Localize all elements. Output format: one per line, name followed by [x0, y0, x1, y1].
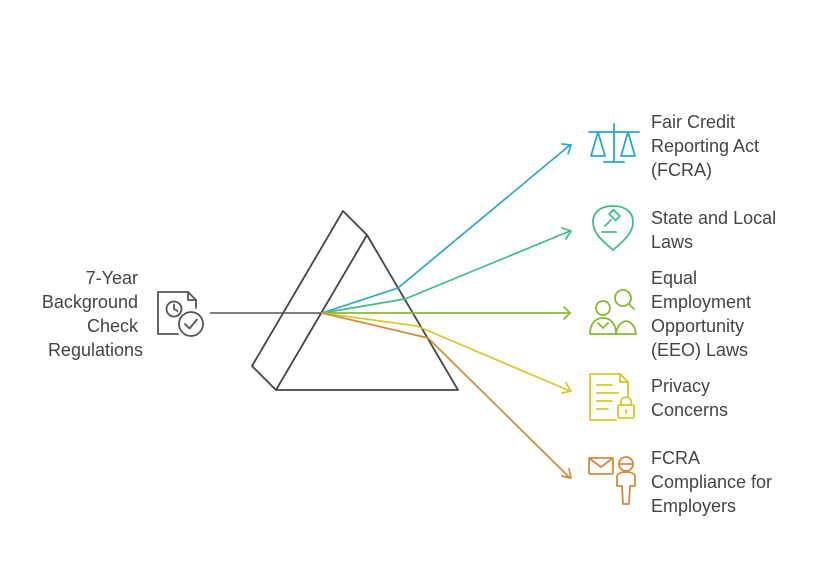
location-gavel-icon [592, 205, 634, 251]
beam-compliance [321, 312, 572, 479]
label-line: FCRA [651, 448, 700, 468]
label-line: Employment [651, 292, 751, 312]
refracted-beams [321, 143, 572, 479]
beam-privacy [321, 312, 572, 394]
label-eeo: Equal Employment Opportunity (EEO) Laws [651, 268, 756, 360]
label-line: Privacy [651, 376, 710, 396]
label-line: Laws [651, 232, 693, 252]
label-line: Compliance for [651, 472, 772, 492]
scales-icon [588, 123, 640, 163]
label-line: Opportunity [651, 316, 744, 336]
people-search-icon [589, 289, 637, 335]
label-line: Concerns [651, 400, 728, 420]
label-line: Fair Credit [651, 112, 735, 132]
label-line: (EEO) Laws [651, 340, 748, 360]
label-line: (FCRA) [651, 160, 712, 180]
source-label-line: Background [42, 292, 138, 312]
source-label-line: Regulations [48, 340, 143, 360]
beam-state-local [321, 227, 572, 314]
label-line: Equal [651, 268, 697, 288]
label-line: State and Local [651, 208, 776, 228]
label-privacy: Privacy Concerns [651, 376, 728, 420]
mail-person-icon [588, 456, 636, 505]
prism [251, 210, 459, 391]
document-clock-check-icon [157, 291, 204, 337]
label-state-local: State and Local Laws [651, 208, 781, 252]
document-lock-icon [589, 373, 635, 421]
source-label-line: 7-Year [86, 268, 138, 288]
label-line: Employers [651, 496, 736, 516]
label-fcra: Fair Credit Reporting Act (FCRA) [651, 112, 764, 180]
beam-fcra [321, 143, 572, 314]
label-line: Reporting Act [651, 136, 759, 156]
label-compliance: FCRA Compliance for Employers [651, 448, 777, 516]
source-label: 7-Year Background Check Regulations [42, 268, 143, 360]
beam-eeo [321, 306, 571, 320]
source-label-line: Check [87, 316, 139, 336]
